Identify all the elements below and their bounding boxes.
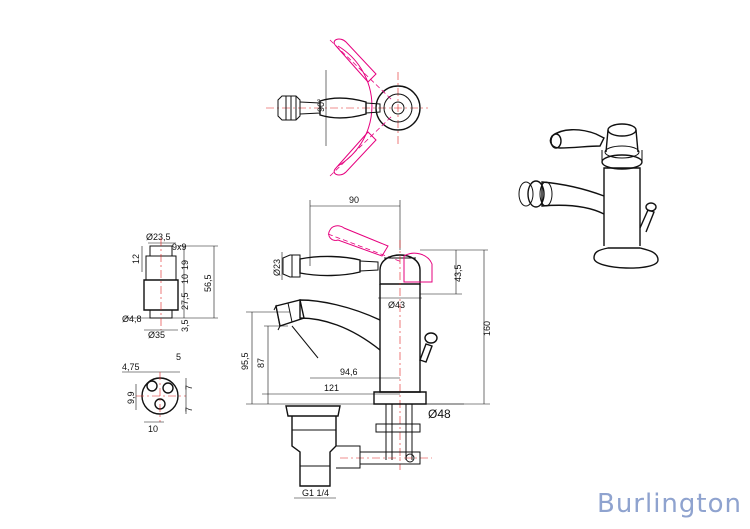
dim-thread-label: G1 1/4 [302, 488, 329, 498]
persp-spout-ring-2 [518, 181, 534, 207]
side-cap-alt [403, 252, 433, 283]
dim-43-label: Ø43 [388, 300, 405, 310]
dim-90-label: 90 [349, 195, 359, 205]
persp-body [603, 167, 641, 246]
dim-121-label: 121 [324, 383, 339, 393]
dim-23-label: Ø23 [272, 259, 282, 276]
side-cap [379, 254, 421, 285]
perspective-view [518, 123, 659, 269]
persp-spout [541, 181, 605, 215]
persp-spout-ring [539, 181, 553, 207]
side-mount-nut [375, 423, 421, 433]
persp-popup-rod [639, 209, 655, 233]
waste-link-clamp [336, 445, 361, 469]
dim-946-label: 94,6 [340, 367, 358, 377]
side-lever-handle [299, 255, 361, 277]
cart-dim-48-label: Ø4,8 [122, 314, 142, 324]
side-spout [299, 299, 381, 351]
cart-body [143, 279, 179, 311]
base-port-1 [146, 380, 158, 392]
side-view: 90 Ø23 Ø43 [240, 195, 492, 499]
base-dim-99-label: 9,9 [126, 391, 136, 404]
side-popup-rod [419, 343, 433, 363]
persp-popup-knob [645, 202, 657, 212]
dim-48-label: Ø48 [428, 407, 451, 421]
cart-dim-350-label: Ø35 [148, 330, 165, 340]
top-handle-alt-down-line [329, 115, 393, 177]
top-body-inner [391, 101, 405, 115]
top-lever-handle [319, 97, 367, 119]
angle-label: 90° [316, 98, 326, 112]
top-spout [277, 95, 301, 121]
cartridge-side: Ø23,5 9x9 12 19 10 27,5 56,5 3,5 Ø4,8 Ø3… [122, 232, 218, 340]
base-port-2 [162, 382, 174, 394]
persp-cap-side [605, 129, 639, 153]
top-view: 90° [266, 38, 428, 177]
top-lever-neck [365, 102, 381, 114]
cart-dim-spline-label: 9x9 [172, 242, 187, 252]
side-jet-line [291, 325, 319, 359]
cart-dim-565-label: 56,5 [203, 274, 213, 292]
brand-logo: Burlington [596, 489, 742, 519]
side-link-pivot [405, 453, 415, 463]
persp-handle-tip [550, 133, 562, 149]
dim-435-label: 43,5 [453, 264, 463, 282]
top-body-mid [383, 93, 413, 123]
dim-955-label: 95,5 [240, 352, 250, 370]
cart-dim-275-label: 27,5 [180, 292, 190, 310]
persp-base [593, 247, 659, 269]
cart-dim-12-label: 12 [131, 254, 141, 264]
side-handle-alt [328, 225, 389, 257]
cart-dim-19-label: 19 [180, 260, 190, 270]
persp-cap-lower [604, 145, 640, 159]
base-dim-475-label: 4,75 [122, 362, 140, 372]
persp-body-top [601, 154, 643, 170]
dim-160-label: 160 [482, 321, 492, 336]
base-dim-10-label: 10 [148, 424, 158, 434]
persp-body-collar [601, 150, 643, 162]
cartridge-base: 4,75 5 9,9 7 7 10 [122, 352, 194, 434]
waste-flange [285, 405, 341, 417]
base-dim-7b-label: 7 [184, 407, 194, 412]
side-popup-knob [424, 332, 438, 344]
top-body-outer [375, 85, 421, 131]
persp-cap [607, 123, 637, 137]
waste-body [291, 416, 337, 487]
top-handle-alt-down [333, 131, 377, 176]
top-handle-alt-up [333, 38, 377, 83]
side-spout-ring [287, 302, 293, 323]
persp-spout-end [527, 180, 545, 208]
base-dim-5-label: 5 [176, 352, 181, 362]
cart-dim-35-label: 3,5 [180, 319, 190, 332]
base-dim-7a-label: 7 [184, 385, 194, 390]
side-lever-neck [359, 260, 379, 272]
side-spindle [282, 254, 301, 278]
cart-dim-10-label: 10 [180, 274, 190, 284]
top-handle-alt-up-line [329, 39, 393, 101]
cart-dim-235-label: Ø23,5 [146, 232, 171, 242]
persp-handle [549, 129, 605, 149]
dim-87-label: 87 [256, 358, 266, 368]
side-spout-tip [273, 304, 281, 331]
